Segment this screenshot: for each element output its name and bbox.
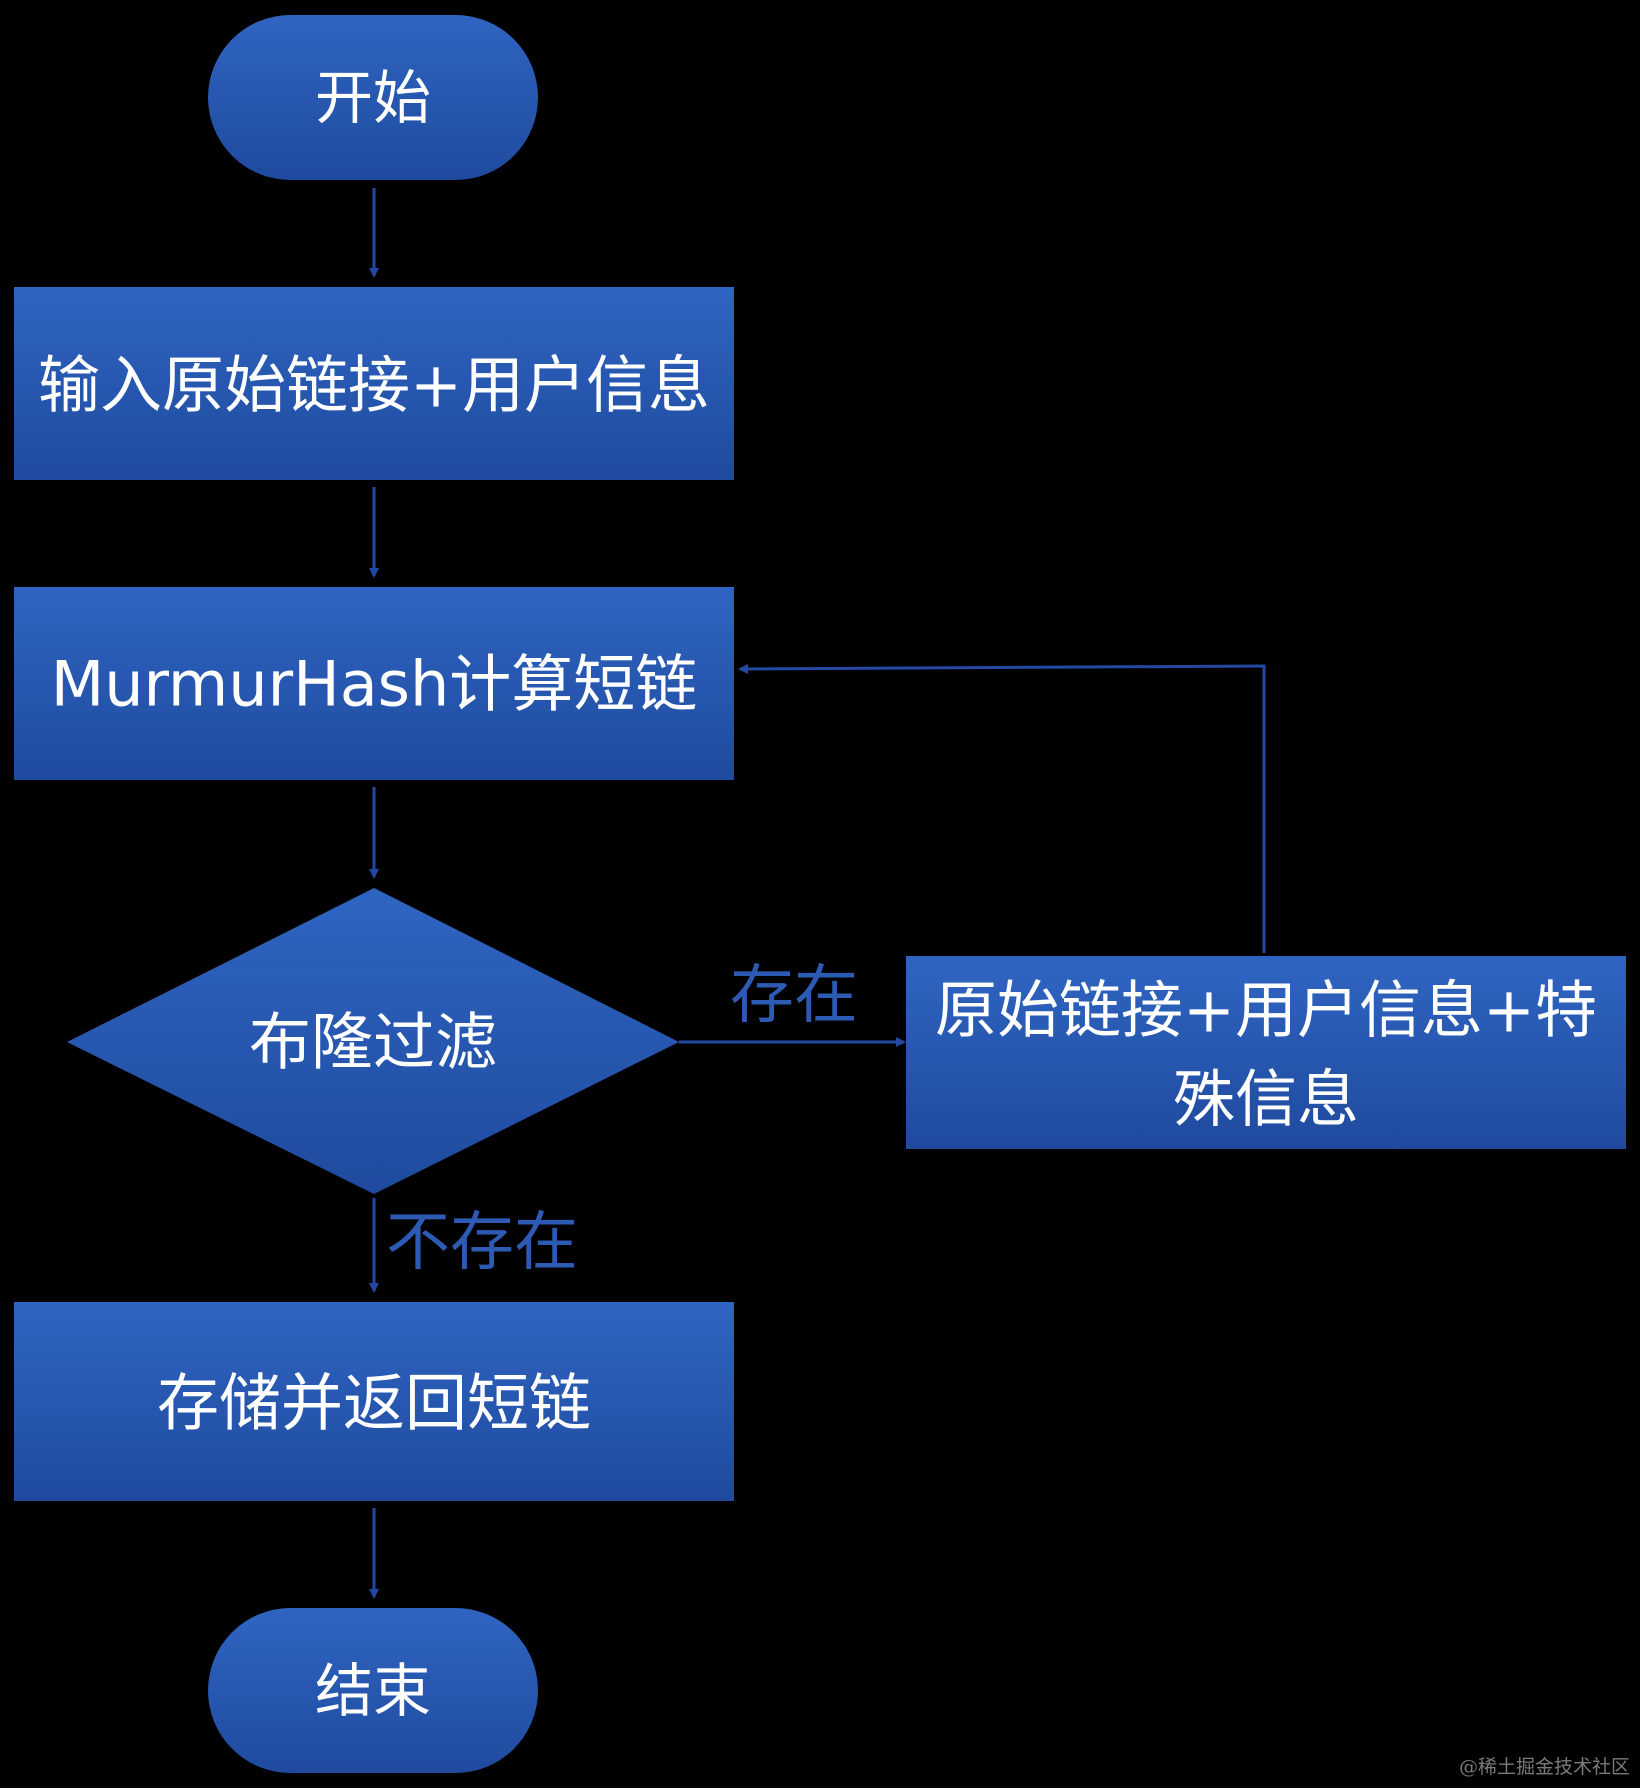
watermark-text: @稀土掘金技术社区 <box>1459 1756 1630 1778</box>
node-rehash-input-label-line2: 殊信息 <box>1173 1063 1359 1136</box>
decision-shape <box>67 888 679 1194</box>
node-end: 结束 <box>208 1608 538 1773</box>
node-store: 存储并返回短链 <box>14 1302 734 1501</box>
process-shape <box>906 956 1626 1149</box>
node-input-label: 输入原始链接+用户信息 <box>38 349 710 422</box>
node-store-label: 存储并返回短链 <box>157 1367 591 1440</box>
node-start: 开始 <box>208 15 538 180</box>
node-rehash-input-label-line1: 原始链接+用户信息+特 <box>935 974 1597 1047</box>
node-rehash-input: 原始链接+用户信息+特 殊信息 <box>906 956 1626 1149</box>
edge-not-exists-label: 不存在 <box>386 1206 578 1280</box>
terminator-shape <box>208 15 538 180</box>
node-bloom: 布隆过滤 <box>67 888 679 1194</box>
process-shape <box>14 587 734 780</box>
edge-exists-label: 存在 <box>730 959 858 1033</box>
node-start-label: 开始 <box>315 64 431 132</box>
node-input: 输入原始链接+用户信息 <box>14 287 734 480</box>
edge-loop-back-to-hash <box>738 663 1266 953</box>
terminator-shape <box>208 1608 538 1773</box>
node-hash-label: MurmurHash计算短链 <box>51 648 698 721</box>
node-bloom-label: 布隆过滤 <box>249 1006 497 1079</box>
process-shape <box>14 1302 734 1501</box>
process-shape <box>14 287 734 480</box>
node-hash: MurmurHash计算短链 <box>14 587 734 780</box>
node-end-label: 结束 <box>315 1657 431 1725</box>
